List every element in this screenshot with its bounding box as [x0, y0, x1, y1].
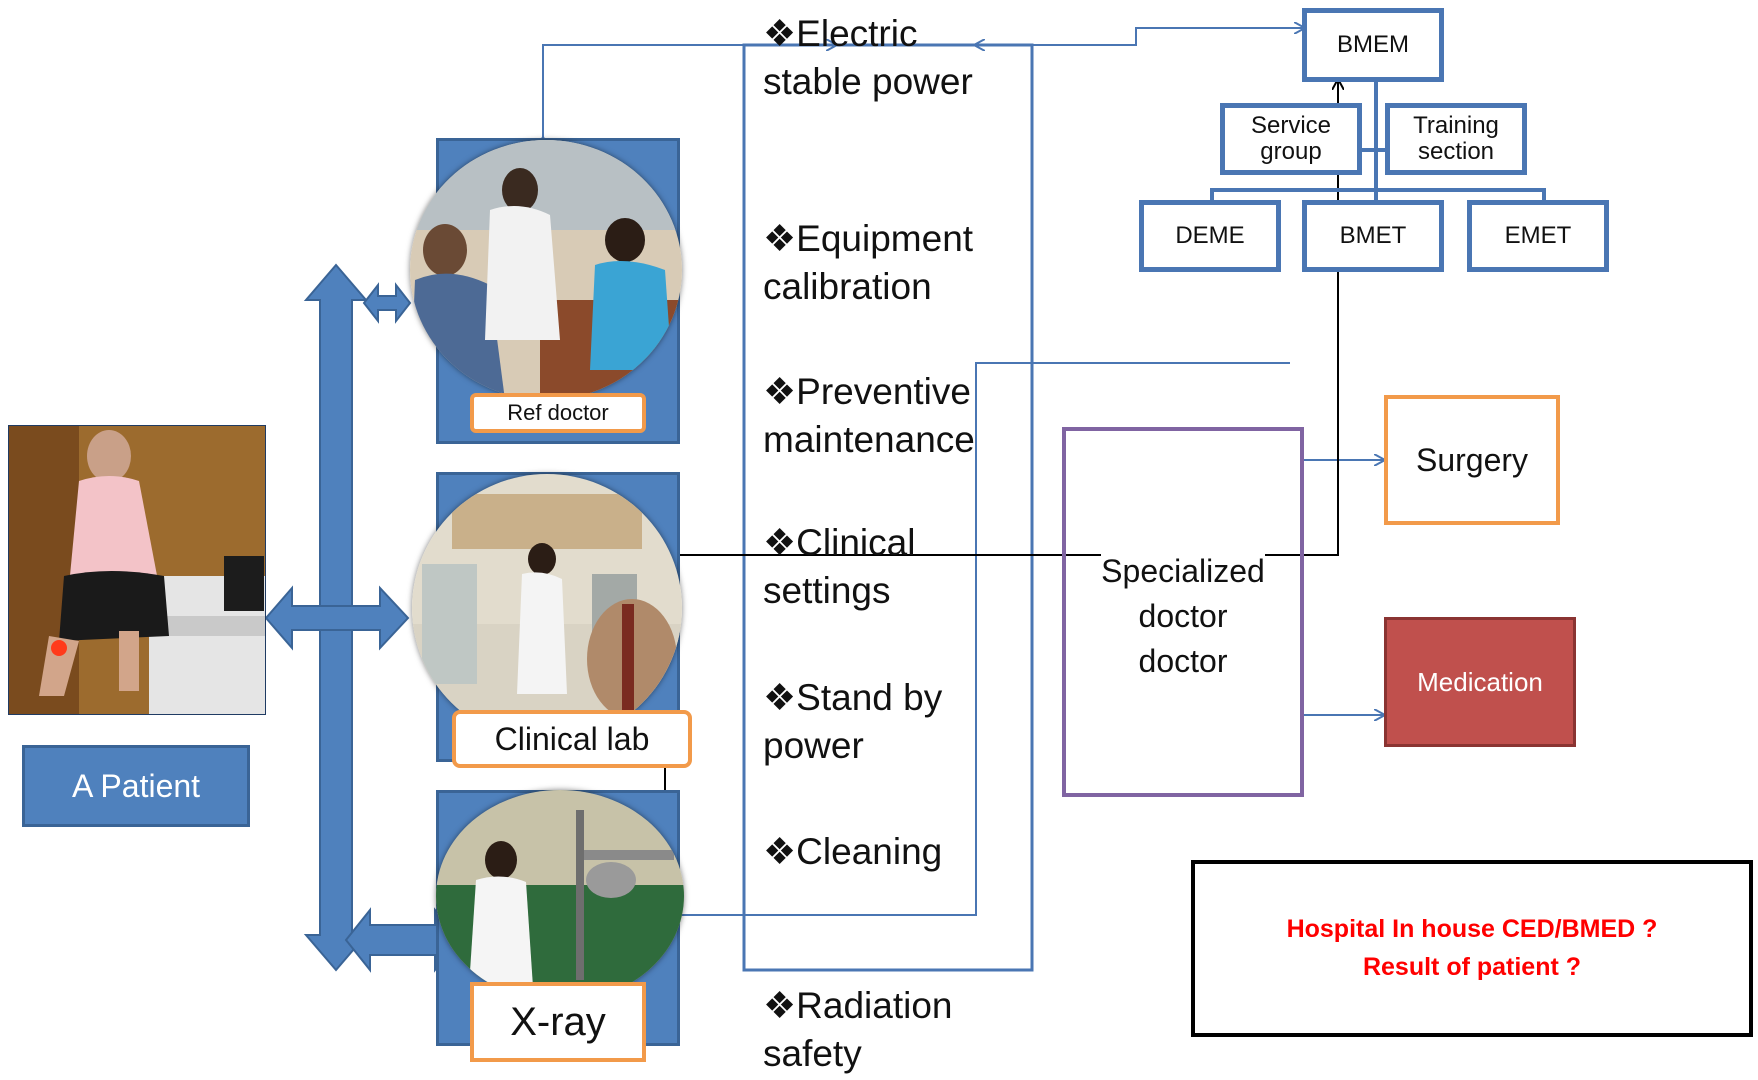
service-item: ❖Clinical settings: [763, 522, 916, 612]
specialized-line: Specialized: [1101, 549, 1265, 594]
xray-label: X-ray: [510, 999, 606, 1044]
ref-doctor-photo: [410, 140, 682, 400]
xray-label-box: X-ray: [470, 982, 646, 1062]
service-item: ❖Preventive maintenance: [763, 371, 975, 461]
ref-doctor-double-arrow: [362, 282, 412, 324]
xray-photo: [436, 790, 684, 1002]
question-box: Hospital In house CED/BMED ? Result of p…: [1191, 860, 1753, 1037]
ref-doctor-label-box: Ref doctor: [470, 393, 646, 433]
ref-doctor-label: Ref doctor: [507, 400, 609, 425]
specialized-line: doctor: [1138, 597, 1228, 634]
medication-box: Medication: [1384, 617, 1576, 747]
org-bmem: BMEM: [1302, 8, 1444, 82]
connector-services-to-bmem: [1032, 28, 1304, 46]
service-item: ❖Equipment calibration: [763, 218, 974, 308]
clinical-lab-label: Clinical lab: [494, 720, 650, 757]
surgery-box: Surgery: [1384, 395, 1560, 525]
question-line: Result of patient ?: [1362, 952, 1582, 981]
service-item: ❖Cleaning: [763, 831, 943, 872]
patient-label: A Patient: [71, 767, 201, 804]
clinical-lab-label-box: Clinical lab: [452, 710, 692, 768]
org-bmet: BMET: [1302, 200, 1444, 272]
patient-label-box: A Patient: [22, 745, 250, 827]
org-emet: EMET: [1467, 200, 1609, 272]
patient-photo: [8, 425, 266, 715]
org-deme: DEME: [1139, 200, 1281, 272]
specialized-line: doctor: [1138, 642, 1228, 679]
question-line: Hospital In house CED/BMED ?: [1286, 915, 1658, 943]
service-item: ❖Stand by power: [763, 677, 943, 767]
specialized-doctor-box: Specialized doctor doctor: [1062, 427, 1304, 797]
clinical-lab-photo: [412, 474, 682, 742]
service-item: ❖Radiation safety: [763, 985, 953, 1075]
service-item: ❖Electric stable power: [763, 13, 973, 103]
patient-double-arrow: [264, 585, 410, 651]
connector-ref-to-services: [543, 45, 836, 138]
